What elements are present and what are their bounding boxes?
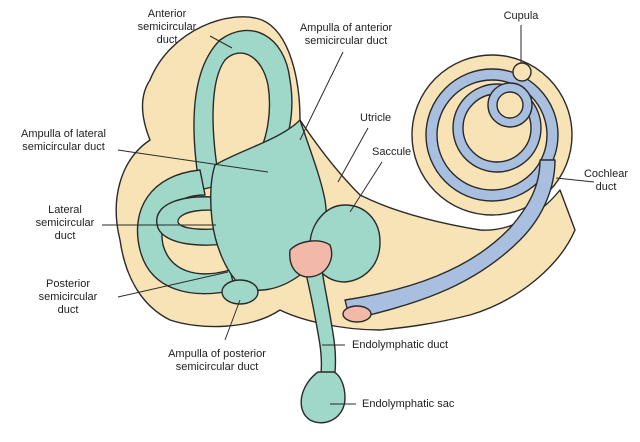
- endolymphatic-sac: [300, 371, 346, 424]
- label-utricle: Utricle: [360, 112, 392, 124]
- posterior-semicircular-duct: [136, 169, 236, 295]
- label-ampulla-anterior: Ampulla of anterior semicircular duct: [299, 22, 393, 47]
- ductus-reuniens-spot: [342, 305, 372, 323]
- label-cochlear-duct: Cochlear duct: [583, 168, 629, 193]
- ampulla-posterior: [221, 279, 259, 305]
- label-endolymphatic-duct: Endolymphatic duct: [352, 339, 448, 351]
- cochlear-duct-basal-turn: [344, 159, 556, 321]
- label-posterior-semicircular-duct: Posterior semicircular duct: [38, 278, 98, 316]
- label-endolymphatic-sac: Endolymphatic sac: [362, 398, 455, 410]
- label-ampulla-posterior: Ampulla of posterior semicircular duct: [168, 348, 266, 373]
- label-anterior-semicircular-duct: Anterior semicircular duct: [137, 8, 197, 46]
- label-ampulla-lateral: Ampulla of lateral semicircular duct: [21, 128, 106, 153]
- macula-patch: [289, 240, 333, 278]
- label-saccule: Saccule: [372, 146, 412, 158]
- label-cupula: Cupula: [503, 10, 539, 22]
- cupula-apex: [512, 62, 532, 82]
- label-lateral-semicircular-duct: Lateral semicircular duct: [35, 204, 95, 242]
